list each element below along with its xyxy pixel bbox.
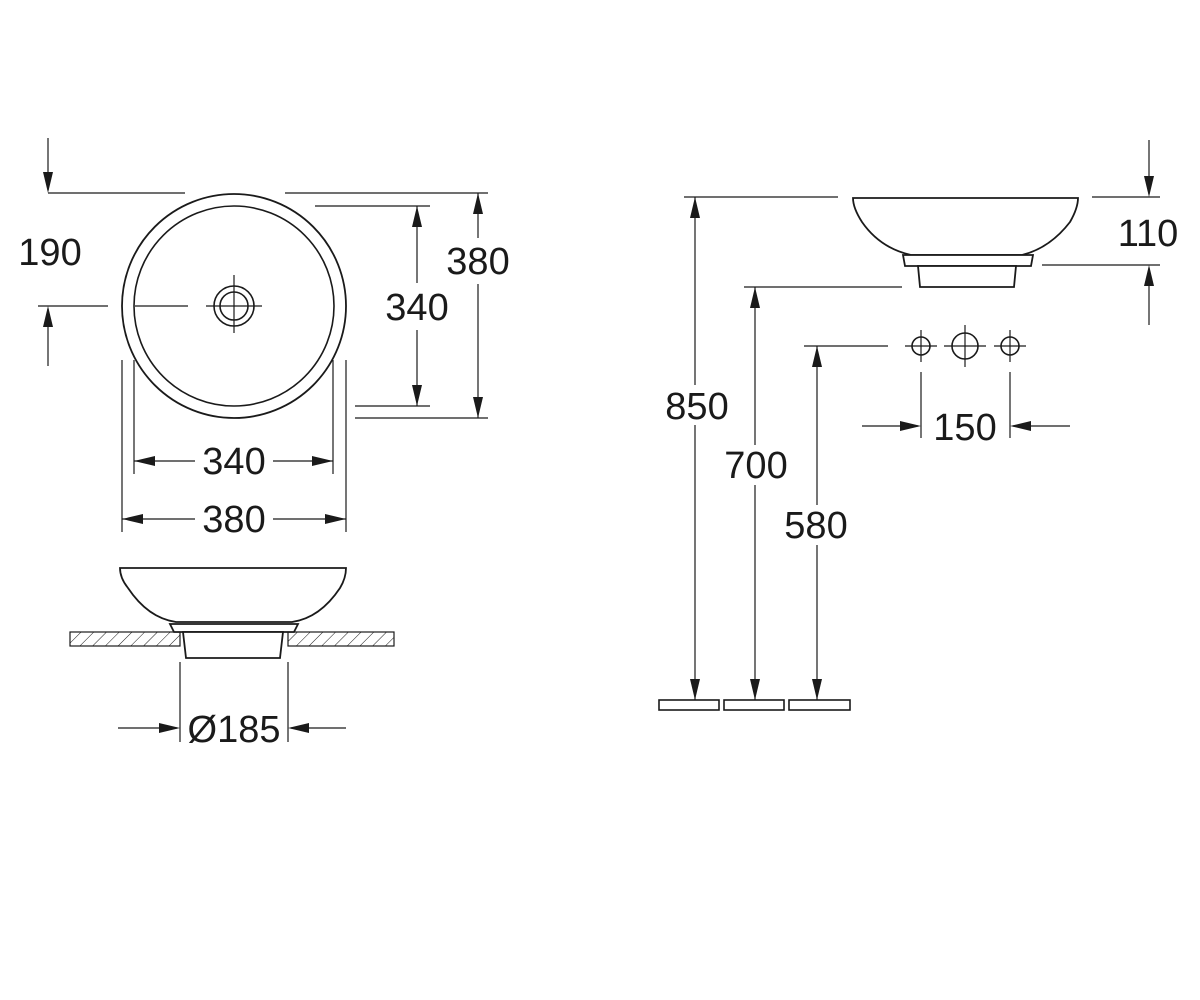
basin-bowl-side (852, 197, 1079, 256)
dimension-340-horizontal: 340 (133, 360, 334, 483)
tap-hole-left (905, 330, 937, 362)
dimension-label-380-horizontal: 380 (202, 499, 265, 541)
dimension-label-110: 110 (1118, 213, 1179, 255)
dimension-380-vertical: 380 (285, 192, 510, 419)
countertop-right (287, 631, 395, 647)
basin-base-ring (168, 623, 300, 633)
dimension-700: 700 (724, 286, 902, 700)
dimension-190: 190 (18, 138, 185, 366)
dimension-label-340-horizontal: 340 (202, 441, 265, 483)
dimension-diameter-185: Ø185 (118, 662, 346, 751)
dimension-580: 580 (784, 345, 888, 700)
dimension-label-diameter-185: Ø185 (188, 709, 281, 751)
dimension-150: 150 (862, 372, 1070, 449)
dimension-850: 850 (665, 196, 838, 700)
drain-outlet (206, 275, 262, 333)
tap-hole-right (994, 330, 1026, 362)
dimension-110: 110 (1042, 140, 1178, 325)
basin-foot (181, 631, 285, 659)
dimension-380-horizontal: 380 (121, 360, 347, 541)
basin-foot-side (917, 265, 1017, 288)
dimension-label-380-vertical: 380 (446, 241, 509, 283)
basin-inner-rim (133, 205, 335, 407)
floor-block-left (658, 699, 720, 711)
dimension-340-vertical: 340 (315, 205, 449, 407)
side-view: 110 850 700 (658, 140, 1178, 711)
floor-block-right (788, 699, 851, 711)
dimension-label-700: 700 (724, 445, 787, 487)
top-view: 190 380 340 (18, 138, 510, 541)
floor-block-middle (723, 699, 785, 711)
dimension-label-580: 580 (784, 505, 847, 547)
basin-base-ring-side (901, 254, 1035, 267)
dimension-label-190: 190 (18, 232, 81, 274)
dimension-label-850: 850 (665, 386, 728, 428)
dimension-label-340-vertical: 340 (385, 287, 448, 329)
countertop-left (69, 631, 181, 647)
dimension-label-150: 150 (933, 407, 996, 449)
basin-bowl-front (119, 567, 347, 623)
front-view: Ø185 (69, 567, 395, 751)
tap-hole-center (944, 325, 986, 367)
